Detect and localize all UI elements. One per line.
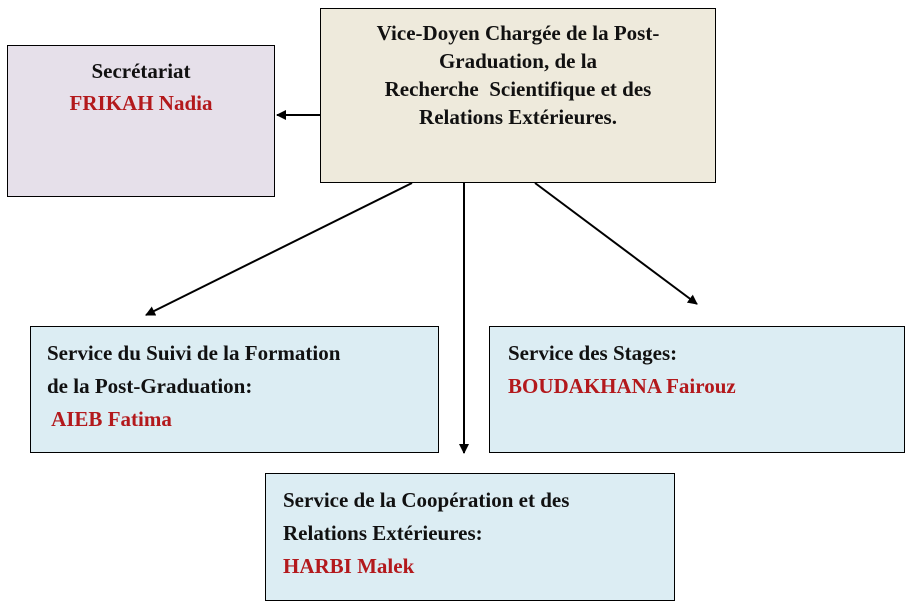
- service-suivi-box: Service du Suivi de la Formation de la P…: [30, 326, 439, 453]
- service-cooperation-title-line-2: Relations Extérieures:: [283, 521, 483, 545]
- service-suivi-title-line-1: Service du Suivi de la Formation: [47, 341, 341, 365]
- service-stages-name: BOUDAKHANA Fairouz: [508, 374, 736, 398]
- vice-doyen-title-line-4: Relations Extérieures.: [419, 105, 617, 129]
- service-cooperation-name: HARBI Malek: [283, 554, 415, 578]
- service-suivi-title-line-2: de la Post-Graduation:: [47, 374, 253, 398]
- arrow-to-service-suivi: [145, 182, 413, 316]
- service-cooperation-title-line-1: Service de la Coopération et des: [283, 488, 570, 512]
- secretariat-title: Secrétariat: [91, 59, 191, 83]
- vice-doyen-title-line-3: Recherche Scientifique et des: [384, 77, 652, 101]
- secretariat-name: FRIKAH Nadia: [69, 91, 213, 115]
- service-stages-title: Service des Stages:: [508, 341, 678, 365]
- service-stages-box: Service des Stages: BOUDAKHANA Fairouz: [489, 326, 905, 453]
- vice-doyen-box: Vice-Doyen Chargée de la Post- Graduatio…: [320, 8, 716, 183]
- service-cooperation-box: Service de la Coopération et des Relatio…: [265, 473, 675, 601]
- arrow-to-service-stages: [534, 182, 698, 305]
- secretariat-box: Secrétariat FRIKAH Nadia: [7, 45, 275, 197]
- vice-doyen-title-line-2: Graduation, de la: [438, 49, 598, 73]
- service-suivi-name: AIEB Fatima: [47, 407, 172, 431]
- vice-doyen-title-line-1: Vice-Doyen Chargée de la Post-: [376, 21, 660, 45]
